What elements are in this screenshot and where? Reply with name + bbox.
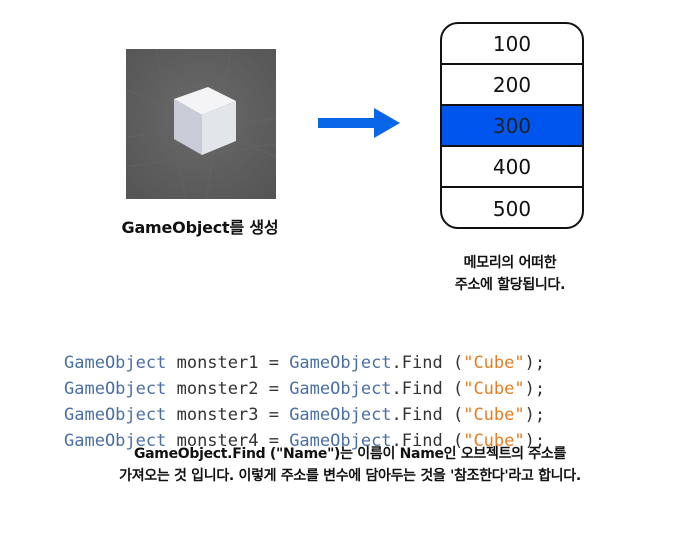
memory-cell: 400 [442,147,582,188]
description-line: GameObject.Find ("Name")는 이름이 Name인 오브젝트… [133,446,567,462]
memory-stack: 100 200 300 400 500 [440,22,584,229]
memory-cell-highlighted: 300 [442,106,582,147]
memory-cell: 500 [492,196,532,221]
code-line: GameObject monster2 = GameObject.Find ("… [64,379,546,399]
description-line: 가져오는 것 입니다. 이렇게 주소를 변수에 담아두는 것을 '참조한다'라고… [119,468,581,484]
code-line: GameObject monster4 = GameObject.Find ("… [64,431,546,451]
description: GameObject.Find ("Name")는 이름이 Name인 오브젝트… [0,443,700,487]
memory-cell: 200 [442,65,582,106]
memory-caption: 메모리의 어떠한 주소에 할당됩니다. [410,252,610,296]
memory-cell: 100 [442,24,582,65]
cube-icon [126,49,276,199]
code-block: GameObject monster1 = GameObject.Find ("… [64,324,545,480]
arrow-right-icon [318,108,402,142]
memory-caption-line: 메모리의 어떠한 [463,255,557,271]
scene-preview [126,49,276,199]
code-line: GameObject monster3 = GameObject.Find ("… [64,405,546,425]
memory-caption-line: 주소에 할당됩니다. [454,277,566,293]
code-line: GameObject monster1 = GameObject.Find ("… [64,353,546,373]
scene-caption: GameObject를 생성 [121,218,279,237]
